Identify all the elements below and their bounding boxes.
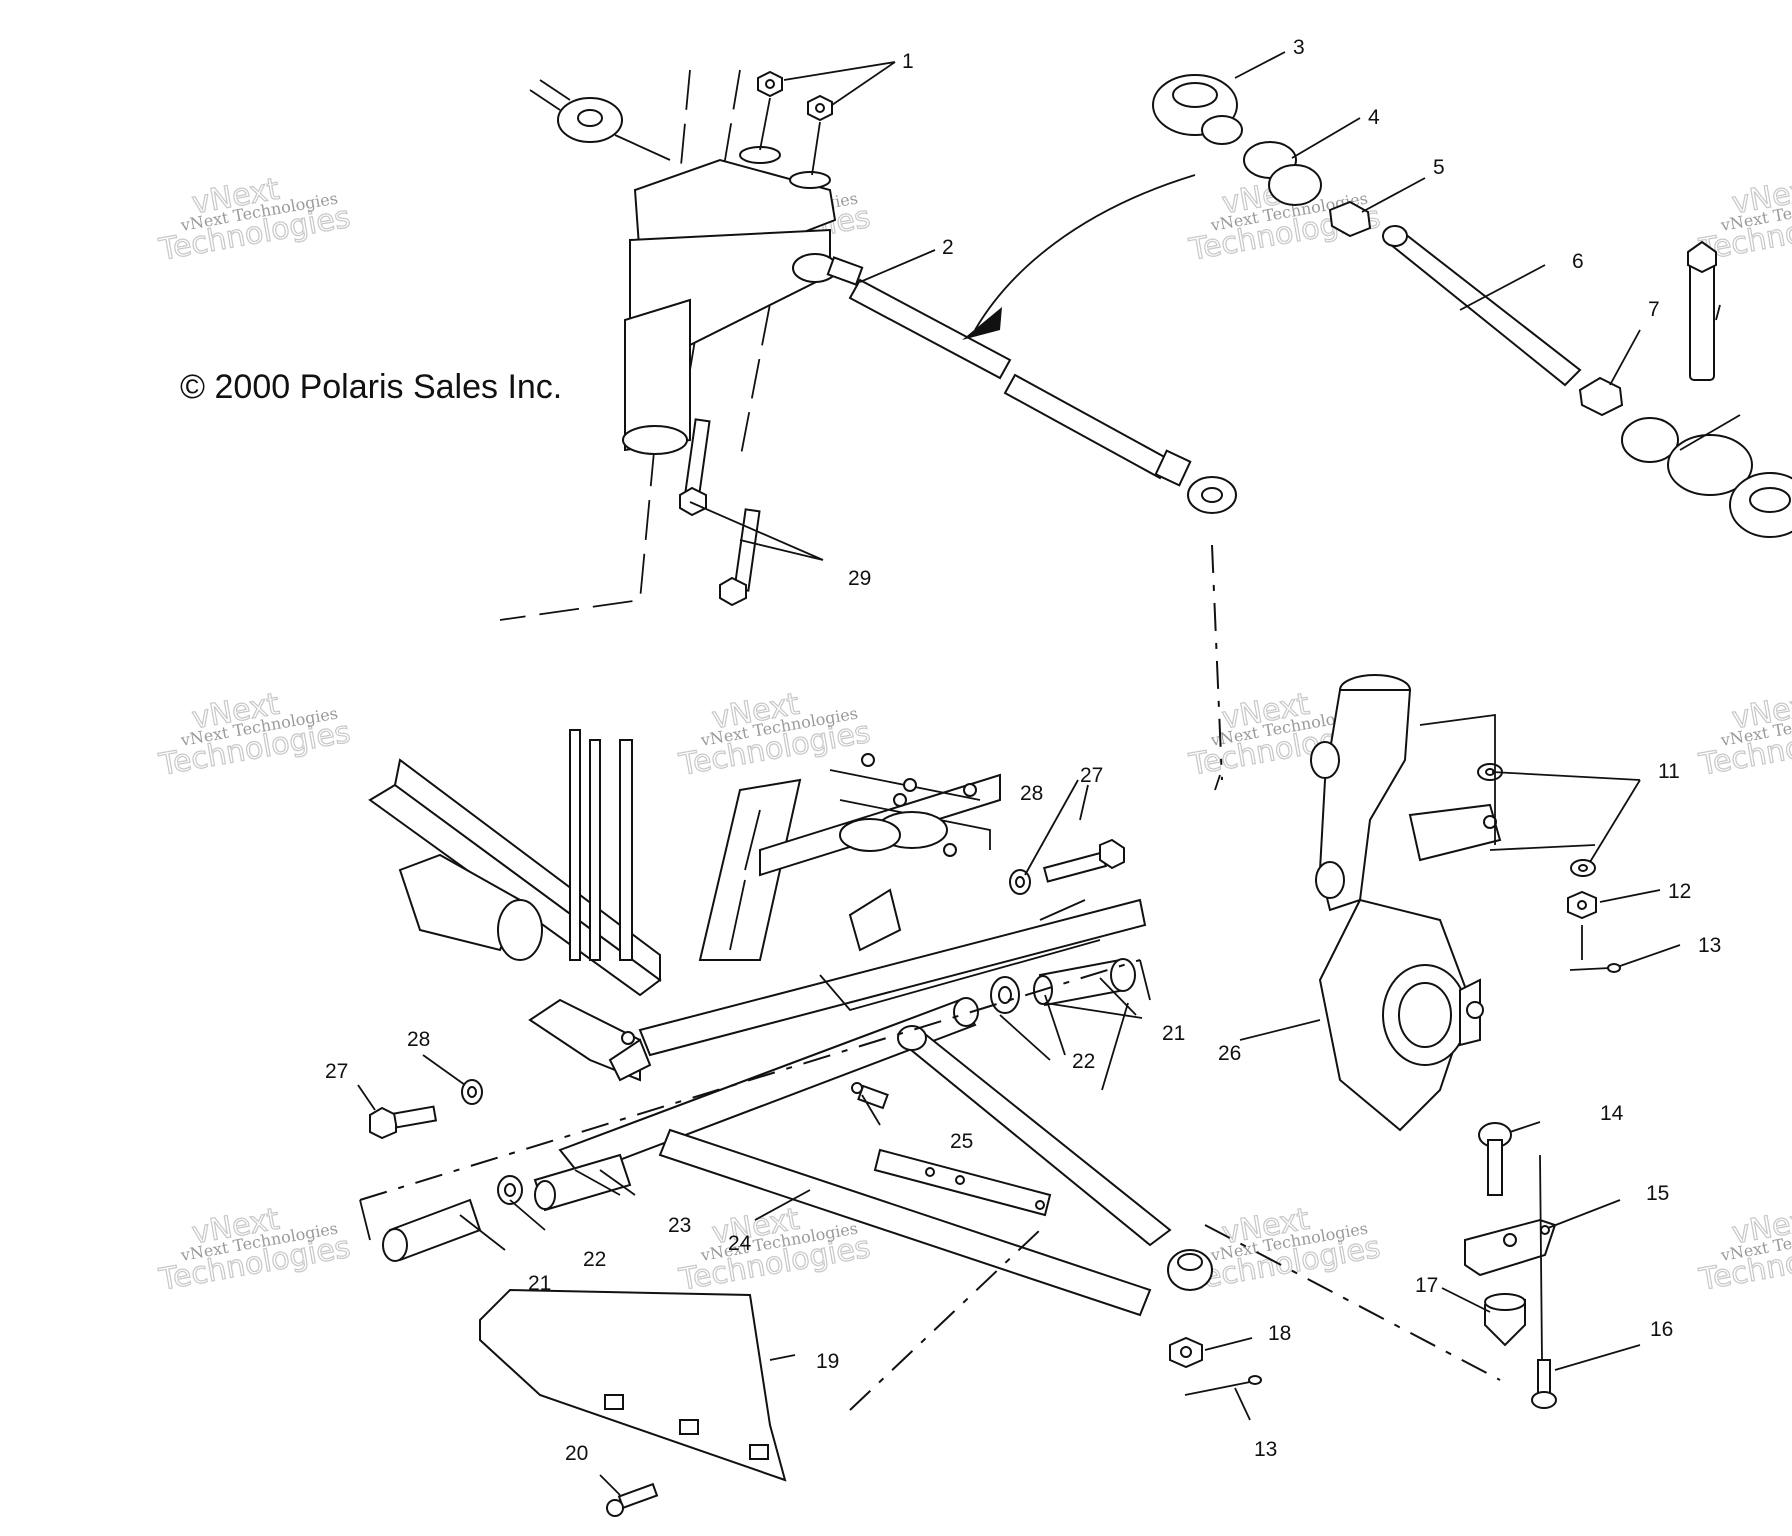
washer-28-bottom xyxy=(461,1079,483,1105)
callout-13-top: 13 xyxy=(1698,934,1721,957)
grease-fitting-25 xyxy=(851,1082,889,1110)
washers-11 xyxy=(1477,763,1596,877)
callout-18: 18 xyxy=(1268,1322,1291,1345)
callout-labels: 1 2 3 4 5 6 7 29 28 27 21 22 26 11 12 13… xyxy=(325,36,1721,1465)
callout-28-bottom: 28 xyxy=(407,1028,430,1051)
screw-20 xyxy=(606,1482,659,1517)
callout-2: 2 xyxy=(942,236,954,259)
watermark: Technologies vNext Technologies vNext xyxy=(1695,686,1792,783)
spindle-26 xyxy=(1310,674,1502,1132)
callout-25: 25 xyxy=(950,1130,973,1153)
bracket-lower-left xyxy=(359,959,1151,1241)
watermark: Technologies vNext Technologies vNext xyxy=(155,171,353,268)
leader-lines xyxy=(357,51,1741,1496)
callout-27-bottom: 27 xyxy=(325,1060,348,1083)
watermark: Technologies vNext Technologies vNext xyxy=(1695,1201,1792,1298)
callout-21-bottom: 21 xyxy=(528,1272,551,1295)
a-arm-24 xyxy=(558,997,1213,1317)
screw-16 xyxy=(1531,1359,1557,1409)
steering-post xyxy=(499,69,837,621)
cotter-pin-13-bottom xyxy=(1184,1375,1262,1396)
callout-29: 29 xyxy=(848,567,871,590)
centerline-upper xyxy=(1211,544,1223,781)
bracket-spindle xyxy=(1214,713,1596,851)
callout-12: 12 xyxy=(1668,880,1691,903)
bolt-27-top xyxy=(1042,838,1125,883)
callout-27-top: 27 xyxy=(1080,764,1103,787)
nuts-1 xyxy=(757,70,833,176)
callout-4: 4 xyxy=(1368,106,1380,129)
callout-21-top: 21 xyxy=(1162,1022,1185,1045)
callout-7: 7 xyxy=(1648,298,1660,321)
callout-26: 26 xyxy=(1218,1042,1241,1065)
tie-rod-end-top-left xyxy=(529,79,671,161)
frame xyxy=(368,729,1147,1082)
callout-22-bottom: 22 xyxy=(583,1248,606,1271)
callout-16: 16 xyxy=(1650,1318,1673,1341)
cotter-pin-13-top xyxy=(1569,963,1621,973)
nut-12 xyxy=(1567,890,1597,920)
callout-1: 1 xyxy=(902,50,914,73)
copyright-text: © 2000 Polaris Sales Inc. xyxy=(180,368,562,406)
washer-28-top xyxy=(1009,869,1031,895)
callout-24: 24 xyxy=(728,1232,752,1255)
centerline-lower-skid xyxy=(849,1229,1041,1411)
skid-plate-19 xyxy=(479,1288,787,1482)
ball-joint-17 xyxy=(1484,1293,1526,1347)
watermark: Technologies vNext Technologies vNext xyxy=(155,1201,353,1298)
watermark: Technologies vNext Technologies vNext xyxy=(155,686,353,783)
callout-5: 5 xyxy=(1433,156,1445,179)
centerline-spindle xyxy=(1204,1224,1501,1381)
callout-23: 23 xyxy=(668,1214,691,1237)
callout-11: 11 xyxy=(1658,760,1680,783)
callout-20: 20 xyxy=(565,1442,588,1465)
watermark: Technologies vNext Technologies vNext xyxy=(675,686,873,783)
centerline-lower-left xyxy=(359,959,1141,1201)
tie-rod-components-3-7 xyxy=(1152,74,1792,538)
callout-28-top: 28 xyxy=(1020,782,1043,805)
callout-19: 19 xyxy=(816,1350,839,1373)
assembly-arrow xyxy=(962,174,1196,340)
callout-15: 15 xyxy=(1646,1182,1669,1205)
callout-17: 17 xyxy=(1415,1274,1438,1297)
bolt-14 xyxy=(1478,1122,1512,1196)
callout-13-bottom: 13 xyxy=(1254,1438,1277,1461)
callout-22-top: 22 xyxy=(1072,1050,1095,1073)
nut-18 xyxy=(1169,1336,1203,1369)
bolts-29 xyxy=(679,418,761,607)
callout-6: 6 xyxy=(1572,250,1584,273)
watermark: Technologies vNext Technologies vNext xyxy=(1185,1201,1383,1298)
callout-3: 3 xyxy=(1293,36,1305,59)
screw-16-line xyxy=(1539,1154,1543,1361)
tie-rod-2 xyxy=(792,253,1237,514)
bracket-frame xyxy=(819,939,1101,1012)
callout-14: 14 xyxy=(1600,1102,1624,1125)
bolt-27-bottom xyxy=(369,1105,438,1140)
